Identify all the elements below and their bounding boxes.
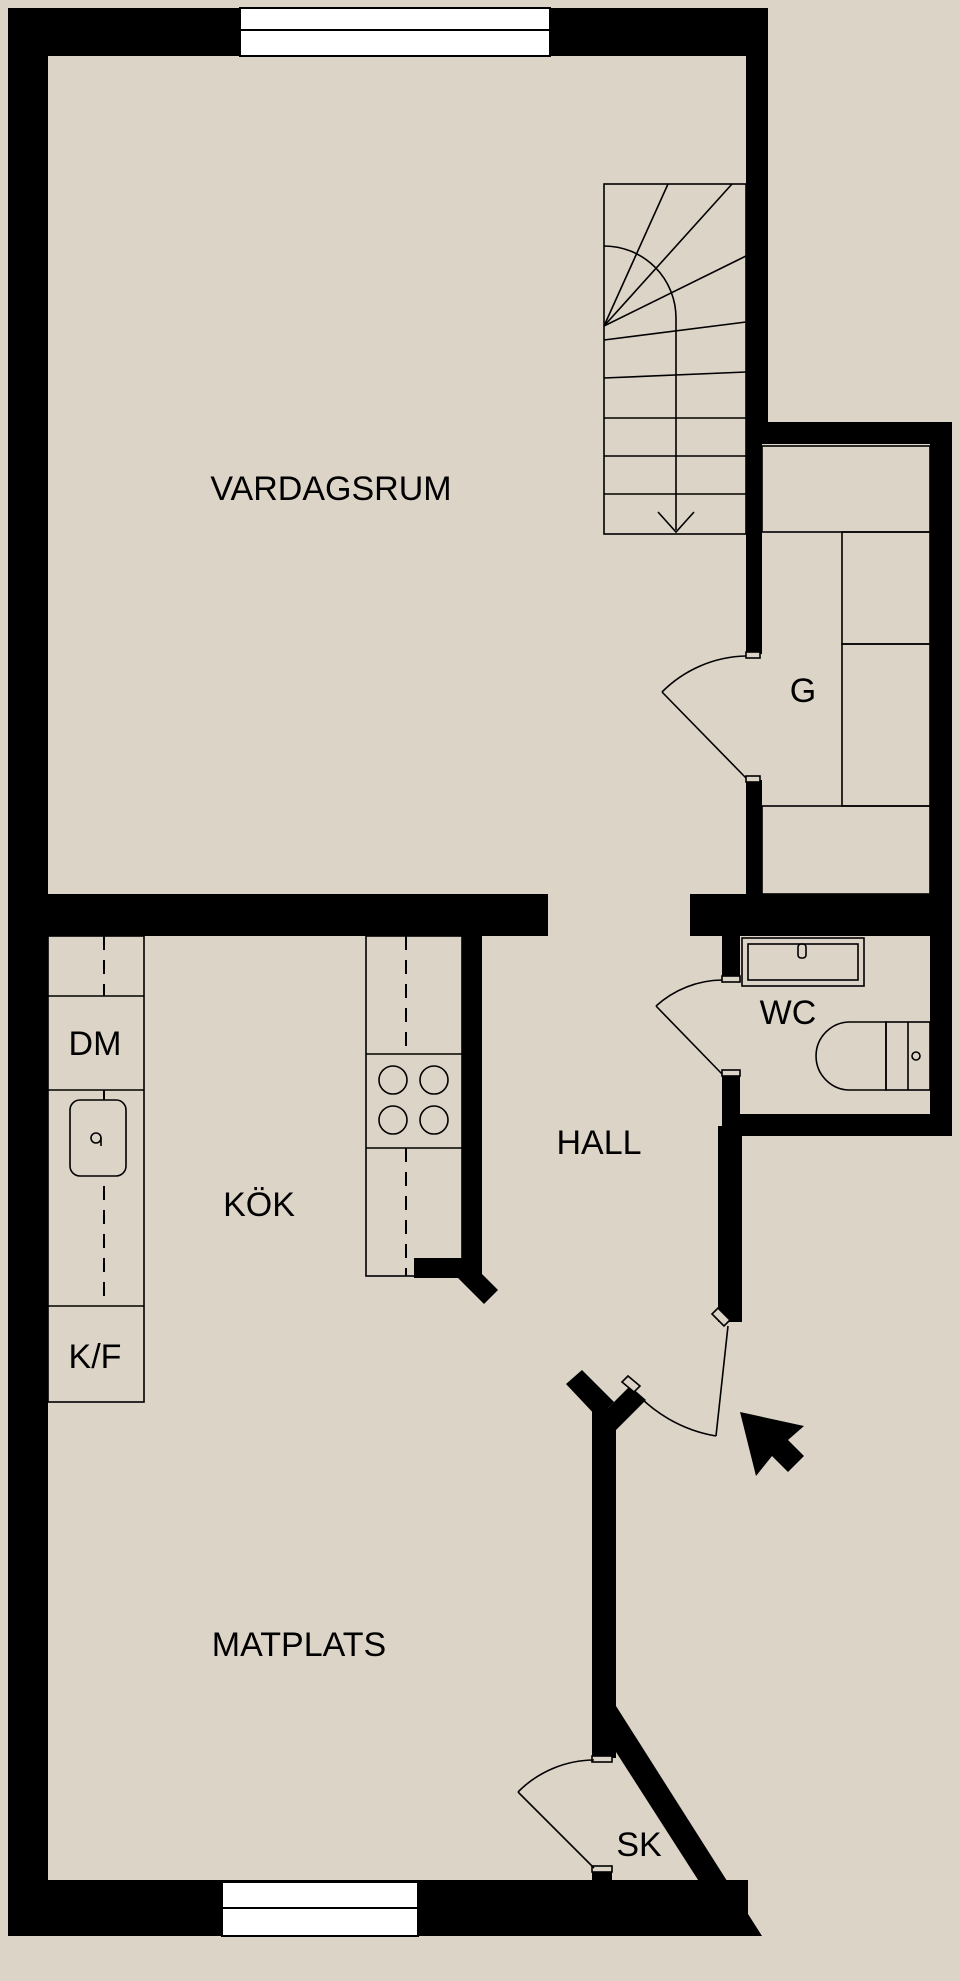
wash-basin-icon xyxy=(741,937,865,987)
room-label-hall: HALL xyxy=(556,1124,641,1162)
room-labels: VARDAGSRUM G WC DM HALL KÖK K/F MATPLATS… xyxy=(69,470,817,1864)
room-label-g: G xyxy=(790,672,816,710)
room-label-kok: KÖK xyxy=(223,1186,295,1224)
entrance-door[interactable] xyxy=(620,1306,732,1437)
room-label-dm: DM xyxy=(69,1025,122,1063)
staircase-icon xyxy=(603,183,747,535)
room-label-vardagsrum: VARDAGSRUM xyxy=(210,470,451,508)
window-top xyxy=(239,7,551,57)
toilet-icon xyxy=(815,1021,931,1091)
entrance-arrow-icon xyxy=(740,1412,804,1476)
kitchen-counter-right xyxy=(365,935,463,1277)
sk-door[interactable] xyxy=(517,1755,613,1873)
room-label-kf: K/F xyxy=(69,1338,122,1376)
room-label-wc: WC xyxy=(760,994,817,1032)
kitchen-sink-icon xyxy=(69,1099,127,1177)
wc-door[interactable] xyxy=(655,975,741,1077)
room-label-sk: SK xyxy=(616,1826,662,1864)
walls xyxy=(8,8,952,1936)
closet-storage xyxy=(761,445,931,895)
closet-door[interactable] xyxy=(661,651,761,783)
stove-icon xyxy=(378,1065,449,1135)
window-bottom xyxy=(221,1881,419,1937)
room-label-matplats: MATPLATS xyxy=(212,1626,386,1664)
